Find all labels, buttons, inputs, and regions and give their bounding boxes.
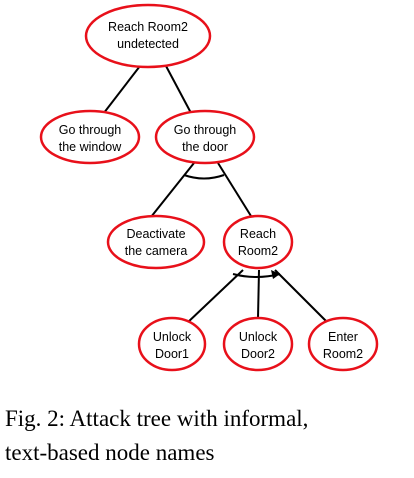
node-camera-line1: Deactivate [126,227,185,241]
and-arc-arrowhead [271,270,280,279]
node-enter-line1: Enter [328,330,358,344]
node-door1-line2: Door1 [155,347,189,361]
node-door1: Unlock Door1 [137,316,207,372]
edges [99,65,330,325]
edge-root-door [165,65,192,114]
node-root-line1: Reach Room2 [108,20,188,34]
node-door2-line2: Door2 [241,347,275,361]
node-root-line2: undetected [117,37,179,51]
edge-root-window [99,65,141,119]
node-door-line1: Go through [174,123,237,137]
node-door-line2: the door [182,140,228,154]
node-door1-line1: Unlock [153,330,192,344]
caption-line-1: Fig. 2: Attack tree with informal, [5,406,309,431]
edge-reach-door1 [185,269,244,325]
node-reach-line1: Reach [240,227,276,241]
node-door: Go through the door [154,109,256,165]
node-enter: Enter Room2 [307,316,379,372]
and-arc-door [183,174,225,180]
node-camera-line2: the camera [125,244,188,258]
edge-reach-door2 [257,269,260,319]
figure-caption: Fig. 2: Attack tree with informal, text-… [5,402,410,470]
attack-tree-diagram: Reach Room2 undetected Go through the wi… [39,3,379,372]
node-camera: Deactivate the camera [106,214,206,270]
node-window-line1: Go through [59,123,122,137]
node-window: Go through the window [39,109,141,165]
node-reach: Reach Room2 [222,214,294,270]
node-door2: Unlock Door2 [222,316,294,372]
node-door2-line1: Unlock [239,330,278,344]
edge-door-camera [146,162,195,223]
node-reach-line2: Room2 [238,244,278,258]
node-enter-line2: Room2 [323,347,363,361]
caption-line-2: text-based node names [5,440,215,465]
node-window-line2: the window [59,140,123,154]
edge-door-reach [217,162,252,217]
edge-reach-enter [274,269,330,325]
node-root: Reach Room2 undetected [84,3,212,69]
